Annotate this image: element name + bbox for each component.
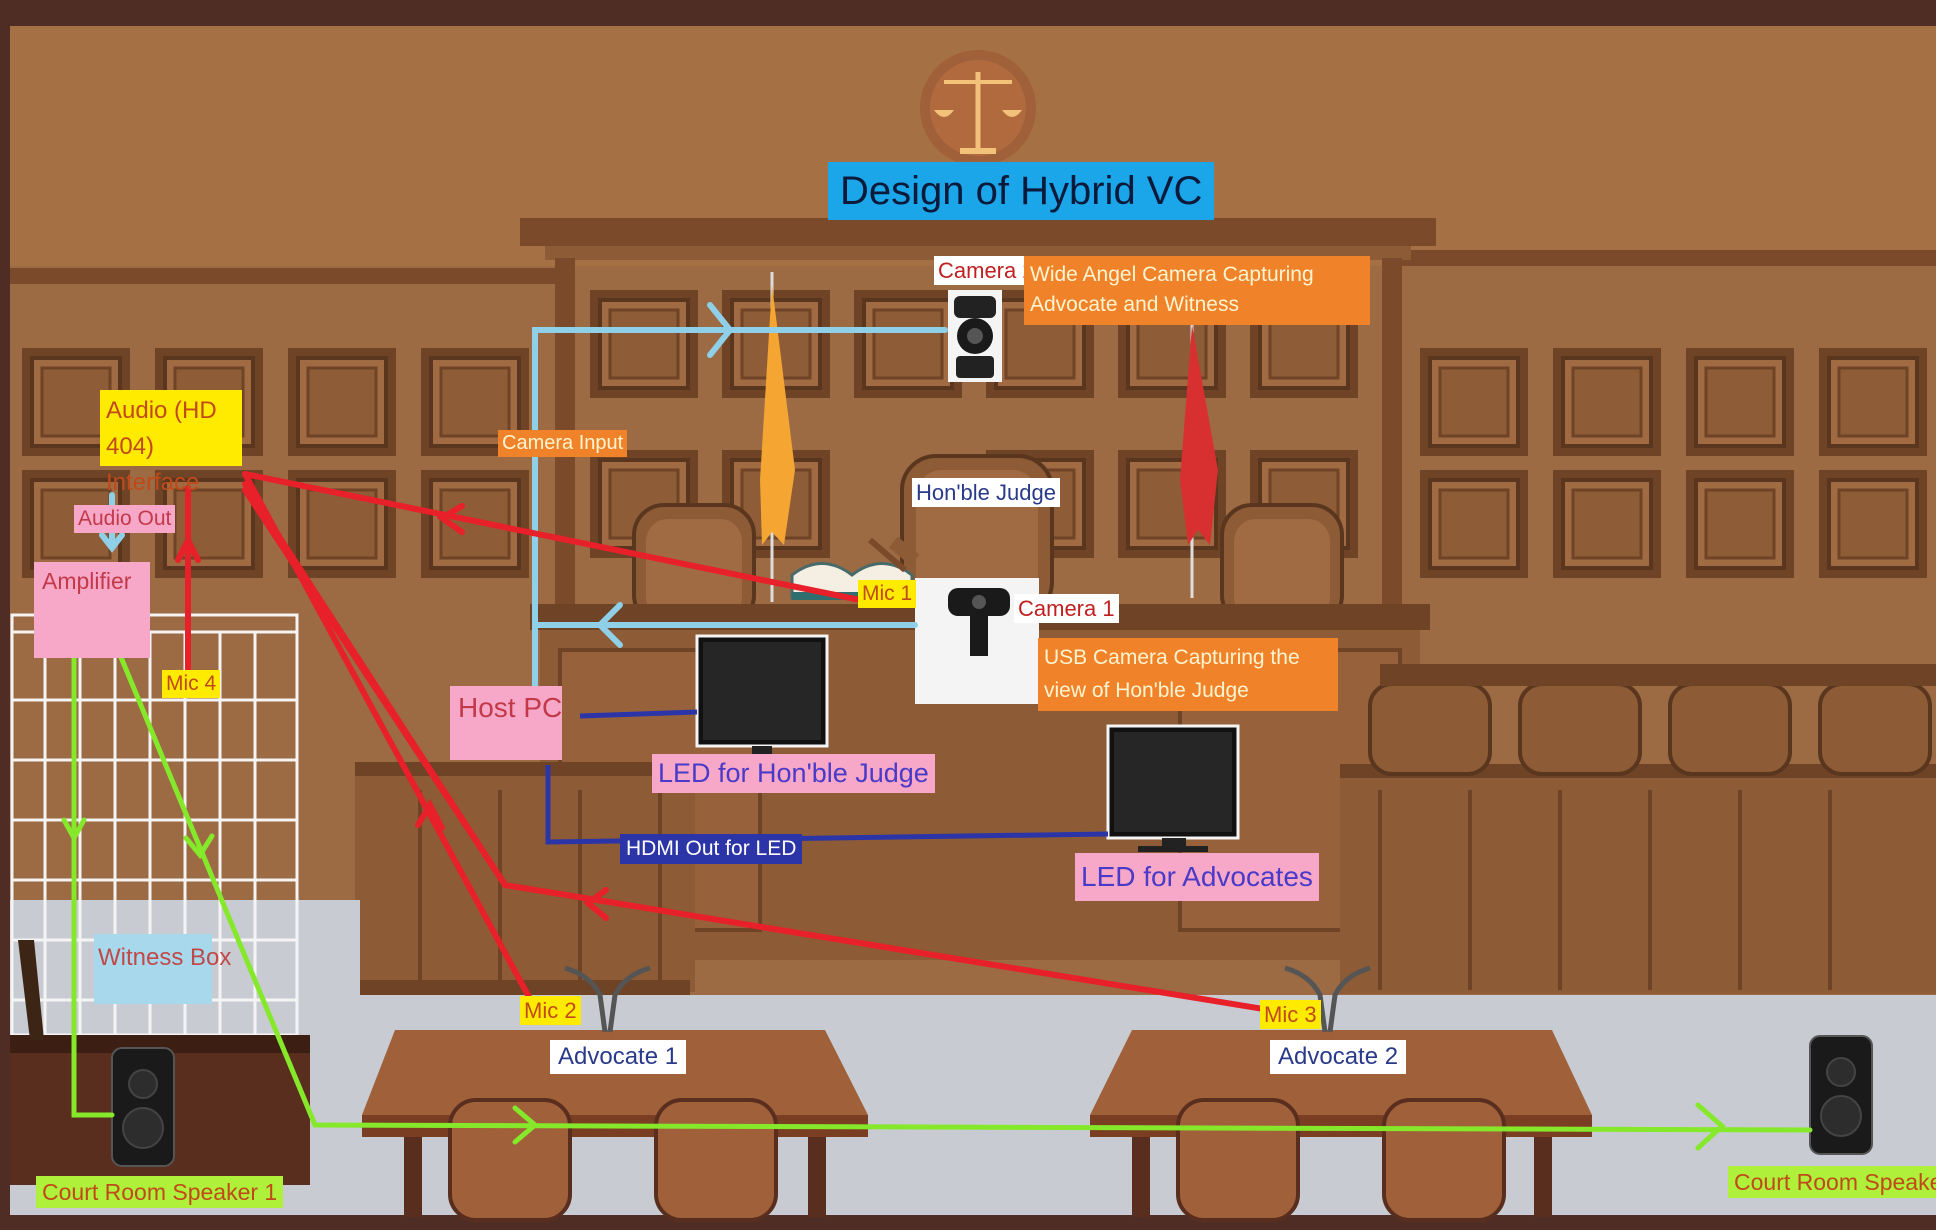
hdmi-out-label: HDMI Out for LED	[620, 834, 803, 865]
mic1-label: Mic 1	[858, 580, 917, 609]
microphone-icon	[564, 965, 1371, 1033]
honble-judge-label: Hon'ble Judge	[912, 478, 1060, 508]
speaker2-label: Court Room Speaker 2	[1728, 1166, 1936, 1199]
speaker-links	[61, 645, 1813, 1151]
diagram-title: Design of Hybrid VC	[828, 162, 1215, 220]
ptz-camera-icon	[948, 290, 1002, 382]
witness-box-label: Witness Box	[94, 934, 231, 1004]
host-pc-box: Host PC	[450, 686, 562, 760]
camera1-label: Camera 1	[1014, 594, 1119, 624]
camera2-label: Camera 2	[934, 256, 1039, 286]
mic4-label: Mic 4	[162, 670, 221, 699]
advocate2-label: Advocate 2	[1270, 1040, 1407, 1074]
mic3-label: Mic 3	[1260, 1000, 1321, 1030]
led-judge-label: LED for Hon'ble Judge	[652, 754, 935, 794]
amplifier-box: Amplifier	[34, 562, 150, 658]
led-advocates-label: LED for Advocates	[1075, 853, 1319, 902]
audio-links	[175, 471, 1303, 1018]
mic2-label: Mic 2	[520, 996, 581, 1026]
monitor-icon	[695, 634, 1240, 852]
audio-interface-box: Audio (HD 404) Interface	[100, 390, 242, 496]
advocate1-label: Advocate 1	[550, 1040, 687, 1074]
flag-icon	[760, 272, 1218, 602]
scales-of-justice-icon	[920, 50, 1036, 166]
hdmi-links	[545, 709, 1109, 845]
camera-input-label: Camera Input	[498, 430, 628, 457]
camera1-description: USB Camera Capturing the view of Hon'ble…	[1038, 638, 1338, 712]
audio-out-label: Audio Out	[74, 505, 176, 534]
camera2-description: Wide Angel Camera Capturing Advocate and…	[1024, 256, 1370, 325]
speaker1-label: Court Room Speaker 1	[36, 1176, 284, 1209]
camera-input-links	[99, 302, 948, 688]
